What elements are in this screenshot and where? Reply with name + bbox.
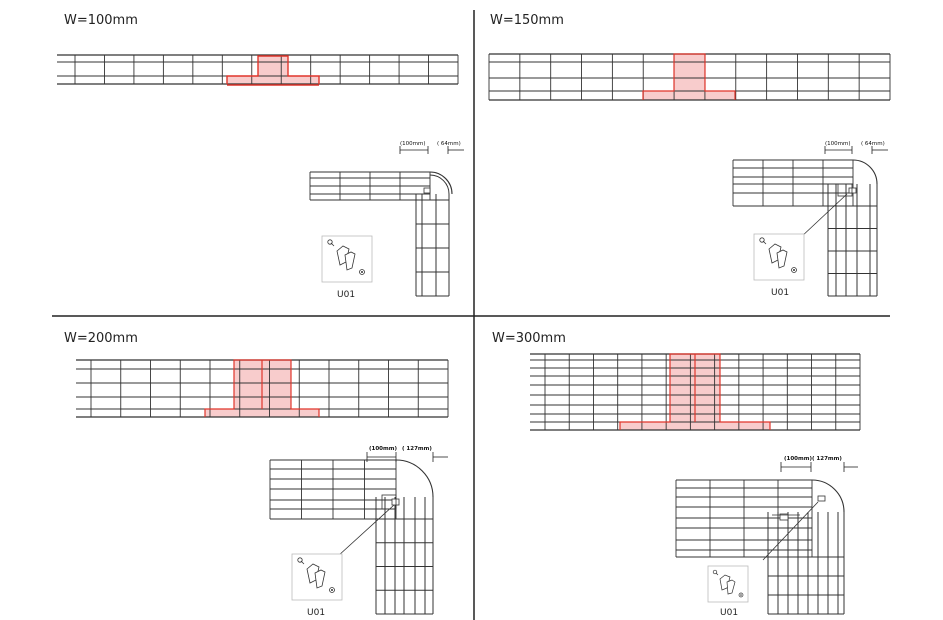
quadrant-w100: W=100mm (100mm) ( 64mm) — [57, 13, 464, 300]
splice-outline — [226, 55, 320, 84]
straight-tray-top-view — [76, 359, 449, 418]
dim-label-left: (100mm) — [825, 141, 851, 147]
corner-arc — [811, 479, 845, 513]
corner-tray-view: (100mm) ( 64mm) — [732, 141, 888, 297]
splice-outline — [642, 53, 736, 100]
corner-tray-view: (100mm) ( 127mm) — [269, 446, 448, 615]
dim-label-left: (100mm) — [369, 446, 397, 452]
bolt-icon — [297, 557, 305, 565]
leader-line — [762, 501, 819, 561]
splice-clip — [423, 187, 431, 194]
splice-highlight — [620, 422, 770, 430]
part-code-label: U01 — [771, 288, 789, 298]
part-inset-u01: U01 — [291, 553, 343, 618]
quadrant-title: W=200mm — [64, 331, 138, 346]
splice-clip-icon — [336, 245, 356, 271]
part-code-label: U01 — [720, 608, 738, 618]
straight-tray-top-view — [530, 353, 861, 431]
nut-icon — [738, 592, 744, 598]
corner-tray-view: (100mm) ( 127mm) — [675, 456, 858, 615]
quadrant-w150: W=150mm (100mm) ( 64mm) — [488, 13, 891, 298]
wire-mesh — [57, 54, 459, 85]
nut-icon — [359, 269, 365, 275]
splice-clip-icon — [306, 563, 326, 589]
quadrant-title: W=150mm — [490, 13, 564, 28]
dim-label-left: (100mm) — [784, 456, 812, 462]
dim-label-right: ( 127mm) — [812, 456, 842, 462]
corner-arc — [852, 159, 878, 185]
corner-arc — [395, 459, 434, 498]
part-inset-u01: U01 — [707, 565, 749, 618]
nut-icon — [791, 267, 797, 273]
part-code-label: U01 — [337, 290, 355, 300]
quadrant-w200: W=200mm (100mm) ( 127mm) — [64, 331, 449, 618]
bolt-icon — [759, 237, 767, 245]
part-code-label: U01 — [307, 608, 325, 618]
splice-highlight — [227, 76, 319, 84]
splice-clip — [779, 513, 789, 521]
splice-highlight — [205, 409, 319, 417]
wire-mesh — [675, 479, 845, 615]
corner-arc — [429, 171, 453, 195]
quadrant-w300: W=300mm (100mm) ( 127mm) — [492, 331, 861, 618]
leader-line — [799, 193, 848, 239]
part-inset-u01: U01 — [321, 235, 373, 300]
wire-mesh — [309, 171, 450, 297]
quadrant-title: W=300mm — [492, 331, 566, 346]
leader-line — [337, 504, 395, 557]
straight-tray-top-view — [488, 53, 891, 101]
nut-icon — [329, 587, 335, 593]
wire-mesh — [732, 159, 878, 297]
corner-tray-view: (100mm) ( 64mm) — [309, 141, 464, 297]
corner-arc — [429, 174, 450, 195]
dim-label-right: ( 64mm) — [861, 141, 885, 147]
quadrant-title: W=100mm — [64, 13, 138, 28]
splice-clip-icon — [719, 574, 736, 595]
splice-clip-icon — [768, 243, 788, 269]
splice-clip — [391, 498, 400, 506]
bolt-icon — [327, 239, 335, 247]
splice-clip — [381, 494, 397, 510]
splice-clip — [817, 495, 826, 502]
part-inset-u01: U01 — [753, 233, 805, 298]
bolt-icon — [712, 569, 719, 576]
straight-tray-top-view — [57, 54, 459, 86]
dim-label-right: ( 127mm) — [402, 446, 432, 452]
dim-label-left: (100mm) — [400, 141, 426, 147]
wire-mesh — [269, 459, 434, 615]
splice-clip — [848, 187, 857, 194]
dim-label-right: ( 64mm) — [437, 141, 461, 147]
splice-highlight — [643, 91, 735, 100]
